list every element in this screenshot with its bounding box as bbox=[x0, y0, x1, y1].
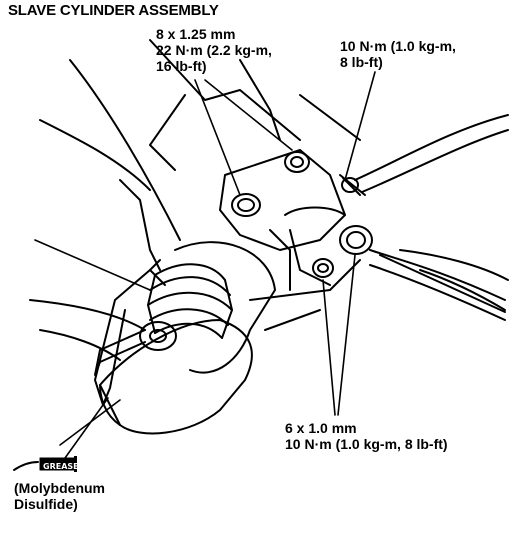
callout-line: 8 lb-ft) bbox=[340, 54, 383, 70]
diagram-title: SLAVE CYLINDER ASSEMBLY bbox=[8, 2, 219, 19]
grease-badge-label: GREASE bbox=[43, 462, 79, 471]
rubber-boot bbox=[147, 263, 233, 339]
callout-grease-type: (Molybdenum Disulfide) bbox=[14, 480, 105, 512]
callout-bolt-8x1-25: 8 x 1.25 mm 22 N·m (2.2 kg-m, 16 lb-ft) bbox=[156, 26, 272, 74]
callout-bolt-6x1-0: 6 x 1.0 mm 10 N·m (1.0 kg-m, 8 lb-ft) bbox=[285, 420, 448, 452]
grease-tube-icon bbox=[13, 456, 77, 472]
callout-line: 10 N·m (1.0 kg-m, 8 lb-ft) bbox=[285, 436, 448, 452]
leader-lines bbox=[34, 71, 376, 466]
callout-line: (Molybdenum bbox=[14, 480, 105, 496]
callout-line: Disulfide) bbox=[14, 496, 78, 512]
callout-line: 8 x 1.25 mm bbox=[156, 26, 236, 42]
callout-line: 10 N·m (1.0 kg-m, bbox=[340, 38, 456, 54]
slave-cylinder-body bbox=[99, 241, 276, 435]
callout-nut-10nm: 10 N·m (1.0 kg-m, 8 lb-ft) bbox=[340, 38, 456, 70]
bolt-upper-right bbox=[284, 151, 310, 173]
clutch-fork bbox=[94, 259, 166, 406]
callout-line: 6 x 1.0 mm bbox=[285, 420, 357, 436]
callout-line: 16 lb-ft) bbox=[156, 58, 207, 74]
line-fitting bbox=[339, 225, 506, 321]
bolt-lower bbox=[312, 258, 334, 278]
bracket bbox=[219, 149, 346, 286]
transmission-housing bbox=[29, 39, 509, 361]
hose-fitting bbox=[341, 177, 361, 196]
bolt-upper-left bbox=[231, 193, 261, 217]
clutch-hose bbox=[339, 114, 509, 196]
callout-line: 22 N·m (2.2 kg-m, bbox=[156, 42, 272, 58]
